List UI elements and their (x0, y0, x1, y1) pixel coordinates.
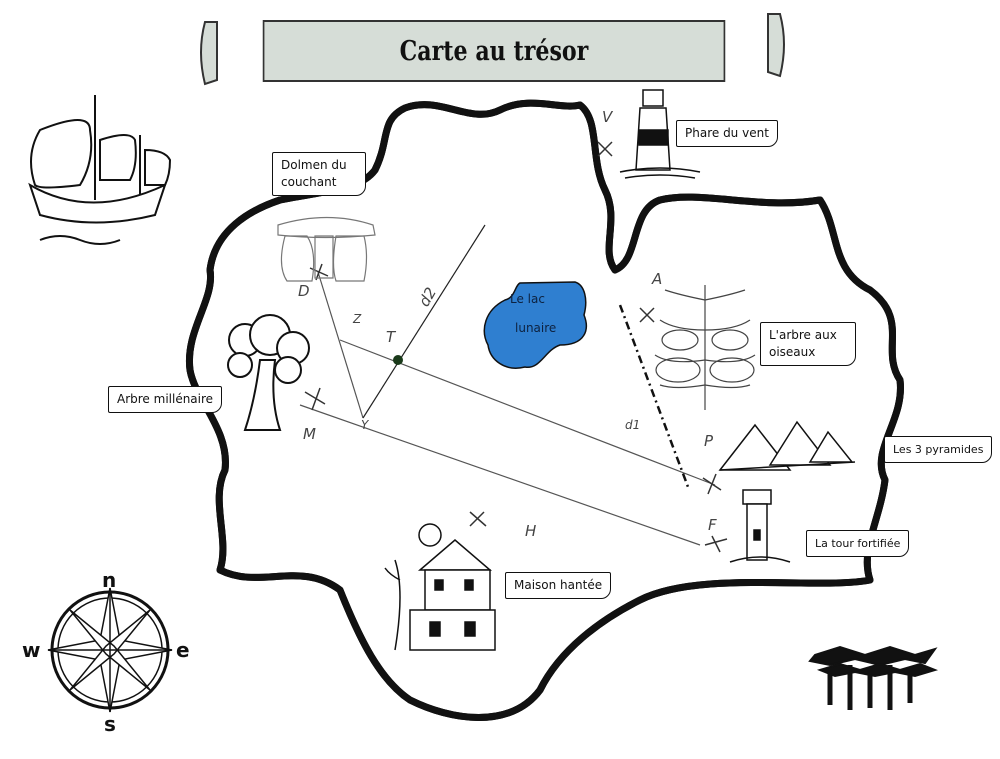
label-lighthouse: Phare du vent (676, 120, 778, 147)
banner-left-curl (200, 21, 218, 86)
point-Y-label: Y (361, 418, 369, 432)
point-T-label: T (386, 328, 396, 346)
dolmen-icon (277, 216, 376, 282)
haunted-house-icon (384, 523, 496, 651)
lake (483, 281, 588, 369)
treasure-point (393, 355, 403, 365)
label-dolmen: Dolmen du couchant (272, 152, 366, 196)
point-P-label: P (704, 432, 714, 450)
pyramids-icon (718, 420, 856, 471)
palm-trees-icon (808, 645, 939, 710)
island-coastline (189, 103, 900, 717)
bird-tree-icon (654, 285, 756, 410)
tower-icon (729, 489, 791, 563)
line-d2 (362, 224, 486, 419)
label-bird-tree: L'arbre aux oiseaux (760, 322, 856, 366)
line-M-F (299, 404, 701, 546)
label-haunted-house: Maison hantée (505, 572, 612, 599)
compass-rose-icon (47, 587, 173, 713)
label-old-tree: Arbre millénaire (108, 386, 223, 413)
construction-lines (299, 224, 716, 546)
point-F-label: F (708, 516, 717, 534)
line-D-Y (317, 271, 364, 419)
line-through-T (339, 339, 716, 486)
lake-label-line2: lunaire (515, 321, 557, 335)
point-Z-label: Z (353, 312, 362, 326)
compass-south-label: s (104, 712, 116, 736)
page-title: Carte au trésor (262, 20, 726, 82)
lake-label-line1: Le lac (510, 292, 545, 306)
point-V-label: V (602, 108, 613, 126)
point-H-label: H (525, 522, 537, 540)
line-d1-label: d1 (625, 418, 641, 432)
banner-right-curl (767, 13, 785, 78)
label-tower: La tour fortifiée (806, 530, 910, 557)
compass-north-label: n (102, 568, 117, 592)
point-D-label: D (298, 282, 310, 300)
line-d1 (618, 304, 690, 488)
compass-east-label: e (176, 638, 190, 662)
label-pyramids: Les 3 pyramides (884, 436, 993, 463)
point-M-label: M (303, 425, 316, 443)
lighthouse-icon (619, 89, 701, 179)
old-tree-icon (227, 314, 310, 431)
compass-west-label: w (22, 638, 41, 662)
point-A-label: A (652, 270, 663, 288)
ship-icon (28, 95, 172, 245)
